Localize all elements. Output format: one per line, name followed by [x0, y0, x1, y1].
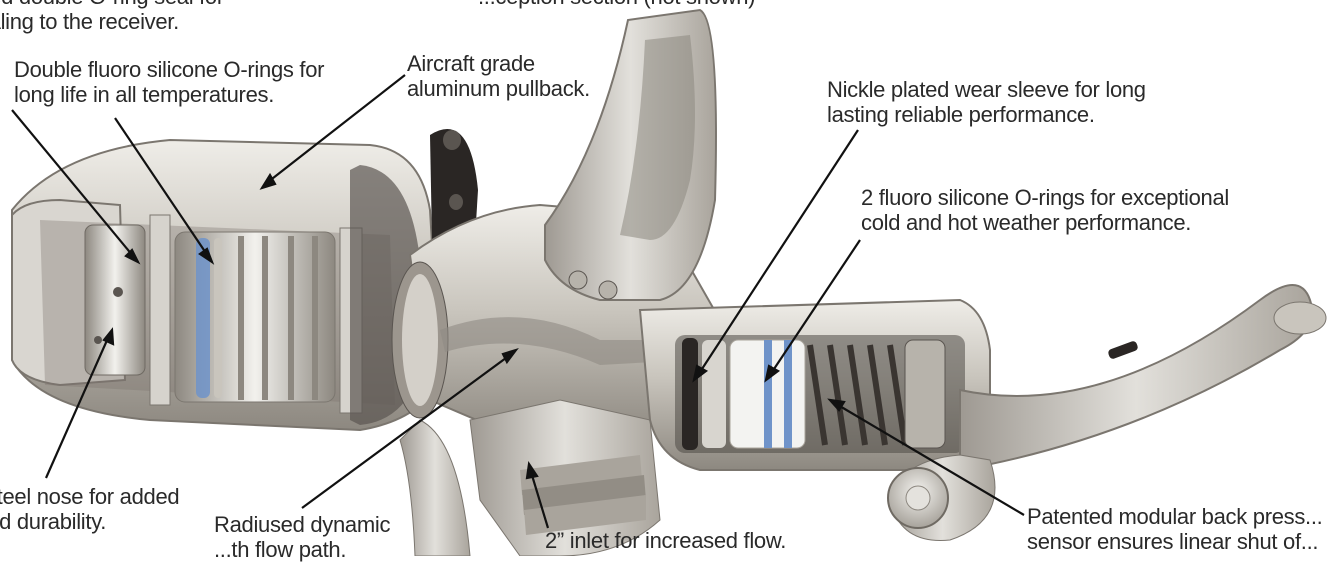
arrow-oring-double-2: [114, 117, 215, 265]
callout-reception-section: ...ception section (not shown): [478, 0, 755, 9]
callout-arrows: [11, 74, 1025, 529]
arrow-aluminum: [259, 74, 406, 190]
callout-radiused-flow-path: Radiused dynamic ...th flow path.: [214, 512, 391, 562]
handle: [544, 8, 717, 301]
nozzle-body-left: [11, 138, 442, 432]
callout-two-o-rings: 2 fluoro silicone O-rings for exceptiona…: [861, 185, 1229, 235]
arrow-nose: [44, 327, 115, 479]
arrow-radiused: [301, 347, 519, 509]
callout-steel-nose: ...s steel nose for added ... and durabi…: [0, 484, 180, 534]
callout-receiver-seal: ...ted double O-ring seal for sealing to…: [0, 0, 224, 34]
arrow-wear-sleeve: [692, 129, 859, 383]
lever-arm: [887, 284, 1327, 541]
callout-inlet: 2” inlet for increased flow.: [545, 528, 787, 553]
arrow-sensor: [827, 398, 1025, 516]
arrow-inlet: [525, 460, 550, 529]
callout-wear-sleeve: Nickle plated wear sleeve for long lasti…: [827, 77, 1146, 127]
callout-double-o-rings: Double fluoro silicone O-rings for long …: [14, 57, 325, 107]
callout-aluminum-pullback: Aircraft grade aluminum pullback.: [407, 51, 590, 101]
arrow-oring-double-1: [11, 109, 141, 265]
nozzle-body-right: [638, 298, 991, 471]
arrow-oring-two: [764, 239, 861, 383]
callout-pressure-sensor: Patented modular back press... sensor en…: [1027, 504, 1323, 554]
